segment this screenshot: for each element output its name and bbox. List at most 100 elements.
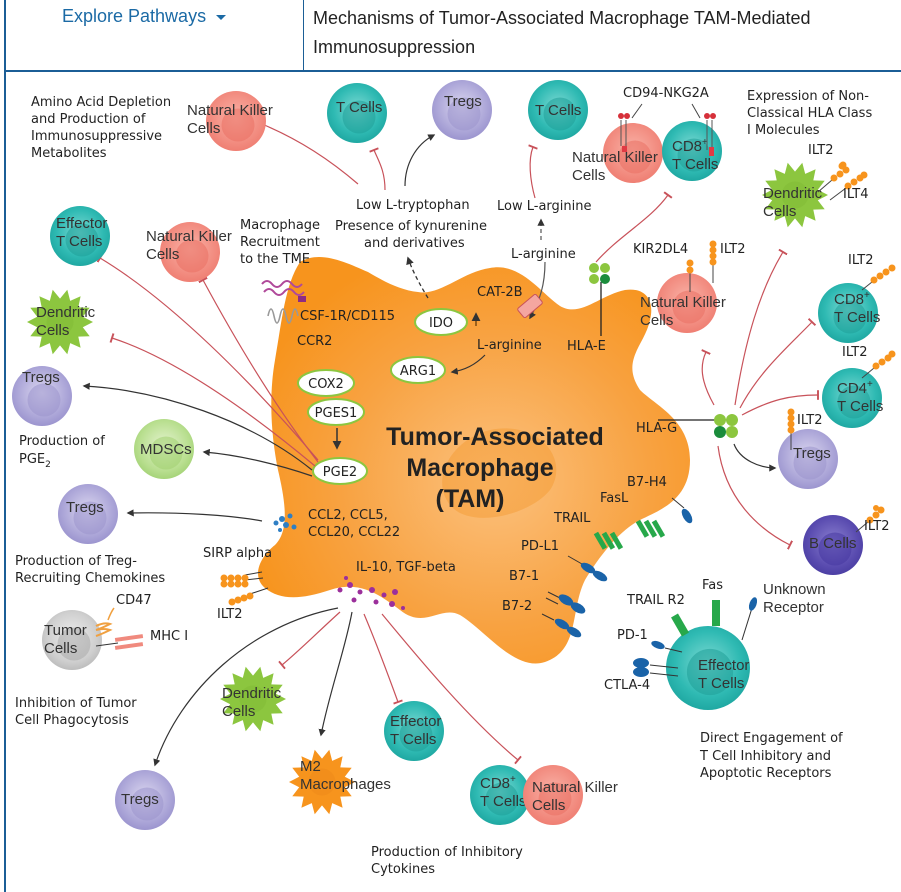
section-amino-acid: Amino Acid Depletion and Production of I… bbox=[31, 95, 171, 161]
cell-label: CD4+T Cells bbox=[837, 379, 883, 415]
svg-text:Cytokines: Cytokines bbox=[371, 862, 435, 877]
csf1r-receptor-icon bbox=[261, 280, 306, 302]
svg-text:B7-1: B7-1 bbox=[509, 569, 539, 584]
cd47-mhc1-receptors bbox=[95, 607, 144, 650]
cell-tregs-hla: Tregs bbox=[778, 429, 838, 489]
svg-text:PGES1: PGES1 bbox=[315, 406, 358, 421]
chevron-down-icon bbox=[216, 15, 227, 20]
svg-text:HLA-E: HLA-E bbox=[567, 339, 606, 354]
unknown-receptor-label: Unknown Receptor bbox=[763, 581, 826, 616]
svg-text:CCL2, CCL5,: CCL2, CCL5, bbox=[308, 508, 388, 523]
ilt2-ilt4-dc-receptors bbox=[817, 161, 868, 201]
cd94-nkg2a-receptor-icon bbox=[618, 103, 716, 156]
cell-tregs-top: Tregs bbox=[432, 80, 492, 140]
svg-text:ILT2: ILT2 bbox=[864, 519, 890, 534]
svg-text:ILT2: ILT2 bbox=[842, 345, 868, 360]
header-divider bbox=[303, 0, 304, 72]
svg-text:COX2: COX2 bbox=[308, 377, 344, 392]
cell-tregs-chemo: Tregs bbox=[58, 484, 118, 544]
page-title-line2: Immunosuppression bbox=[313, 37, 476, 57]
svg-text:Classical HLA Class: Classical HLA Class bbox=[747, 106, 872, 121]
cell-tregs-bottom: Tregs bbox=[115, 770, 175, 830]
svg-text:HLA-G: HLA-G bbox=[636, 421, 677, 436]
ccr2-receptor-icon bbox=[267, 308, 299, 324]
cell-label: CD8+T Cells bbox=[672, 137, 718, 173]
pd-l1-ligand-icon bbox=[567, 555, 608, 582]
svg-text:B7-H4: B7-H4 bbox=[627, 475, 667, 490]
fasl-ligand-icon bbox=[635, 519, 666, 538]
svg-text:ILT2: ILT2 bbox=[808, 143, 834, 158]
svg-text:to the TME: to the TME bbox=[240, 252, 310, 267]
cat2b-transporter-icon bbox=[517, 294, 543, 318]
metabolite-labels: Low L-tryptophan Presence of kynurenine … bbox=[335, 198, 591, 353]
svg-text:ILT4: ILT4 bbox=[843, 187, 869, 202]
hla-g-molecule-icon bbox=[658, 414, 738, 438]
diagram-frame bbox=[4, 0, 901, 892]
enzyme-ido: IDO bbox=[414, 308, 468, 336]
b7-2-ligand-icon bbox=[541, 613, 582, 638]
svg-text:CD47: CD47 bbox=[116, 593, 152, 608]
ilt2-tcell-receptors bbox=[787, 264, 896, 533]
cell-cd8-hla: CD8+T Cells bbox=[818, 283, 880, 343]
cell-label: CD8+T Cells bbox=[480, 774, 526, 810]
cell-label: B Cells bbox=[809, 535, 857, 552]
svg-text:Expression of Non-: Expression of Non- bbox=[747, 89, 869, 104]
svg-text:L-arginine: L-arginine bbox=[511, 247, 576, 262]
trail-ligand-icon bbox=[593, 531, 624, 550]
svg-text:PD-1: PD-1 bbox=[617, 628, 648, 643]
svg-text:ILT2: ILT2 bbox=[720, 242, 746, 257]
svg-text:Immunosuppressive: Immunosuppressive bbox=[31, 129, 162, 144]
svg-text:MHC I: MHC I bbox=[150, 629, 188, 644]
cytokine-dots bbox=[337, 576, 405, 610]
svg-text:PGE2: PGE2 bbox=[323, 465, 357, 480]
cell-label: Tregs bbox=[66, 499, 104, 516]
svg-text:CTLA-4: CTLA-4 bbox=[604, 678, 650, 693]
svg-text:Low L-arginine: Low L-arginine bbox=[497, 199, 591, 214]
svg-text:T Cell Inhibitory and: T Cell Inhibitory and bbox=[699, 749, 831, 764]
svg-text:Macrophage: Macrophage bbox=[240, 218, 320, 233]
svg-text:L-arginine: L-arginine bbox=[477, 338, 542, 353]
svg-text:TRAIL: TRAIL bbox=[553, 511, 591, 526]
cell-label: MDSCs bbox=[140, 441, 192, 458]
svg-text:Direct Engagement of: Direct Engagement of bbox=[700, 731, 843, 746]
cell-label: CD8+T Cells bbox=[834, 290, 880, 326]
svg-text:IL-10, TGF-beta: IL-10, TGF-beta bbox=[356, 560, 456, 575]
section-hla: Expression of Non- Classical HLA Class I… bbox=[747, 89, 872, 138]
svg-text:and Production of: and Production of bbox=[31, 112, 146, 127]
section-cytokines: Production of Inhibitory Cytokines bbox=[371, 845, 523, 877]
tam-title-line2: Macrophage bbox=[406, 454, 553, 482]
svg-text:FasL: FasL bbox=[600, 491, 629, 506]
cell-label: T Cells bbox=[535, 102, 581, 119]
cell-label: Tregs bbox=[22, 369, 60, 386]
svg-text:KIR2DL4: KIR2DL4 bbox=[633, 242, 688, 257]
connections bbox=[82, 119, 819, 767]
kir2dl4-ilt2-nk-receptors bbox=[686, 240, 717, 292]
cell-label: Tregs bbox=[444, 93, 482, 110]
b7-1-ligand-icon bbox=[545, 591, 586, 614]
svg-text:CAT-2B: CAT-2B bbox=[477, 285, 523, 300]
svg-text:TRAIL R2: TRAIL R2 bbox=[626, 593, 685, 608]
page-title-line1: Mechanisms of Tumor-Associated Macrophag… bbox=[313, 8, 811, 28]
svg-text:Receptor: Receptor bbox=[763, 599, 824, 616]
explore-pathways-label: Explore Pathways bbox=[62, 6, 207, 26]
sirp-alpha-receptor-icon bbox=[220, 571, 264, 588]
svg-text:Apoptotic Receptors: Apoptotic Receptors bbox=[700, 766, 832, 781]
molecule-labels: CSF-1R/CD115 CCR2 CAT-2B HLA-E HLA-G CD9… bbox=[116, 86, 890, 693]
cell-label: T Cells bbox=[336, 99, 382, 116]
explore-pathways-dropdown[interactable]: Explore Pathways bbox=[62, 6, 227, 27]
